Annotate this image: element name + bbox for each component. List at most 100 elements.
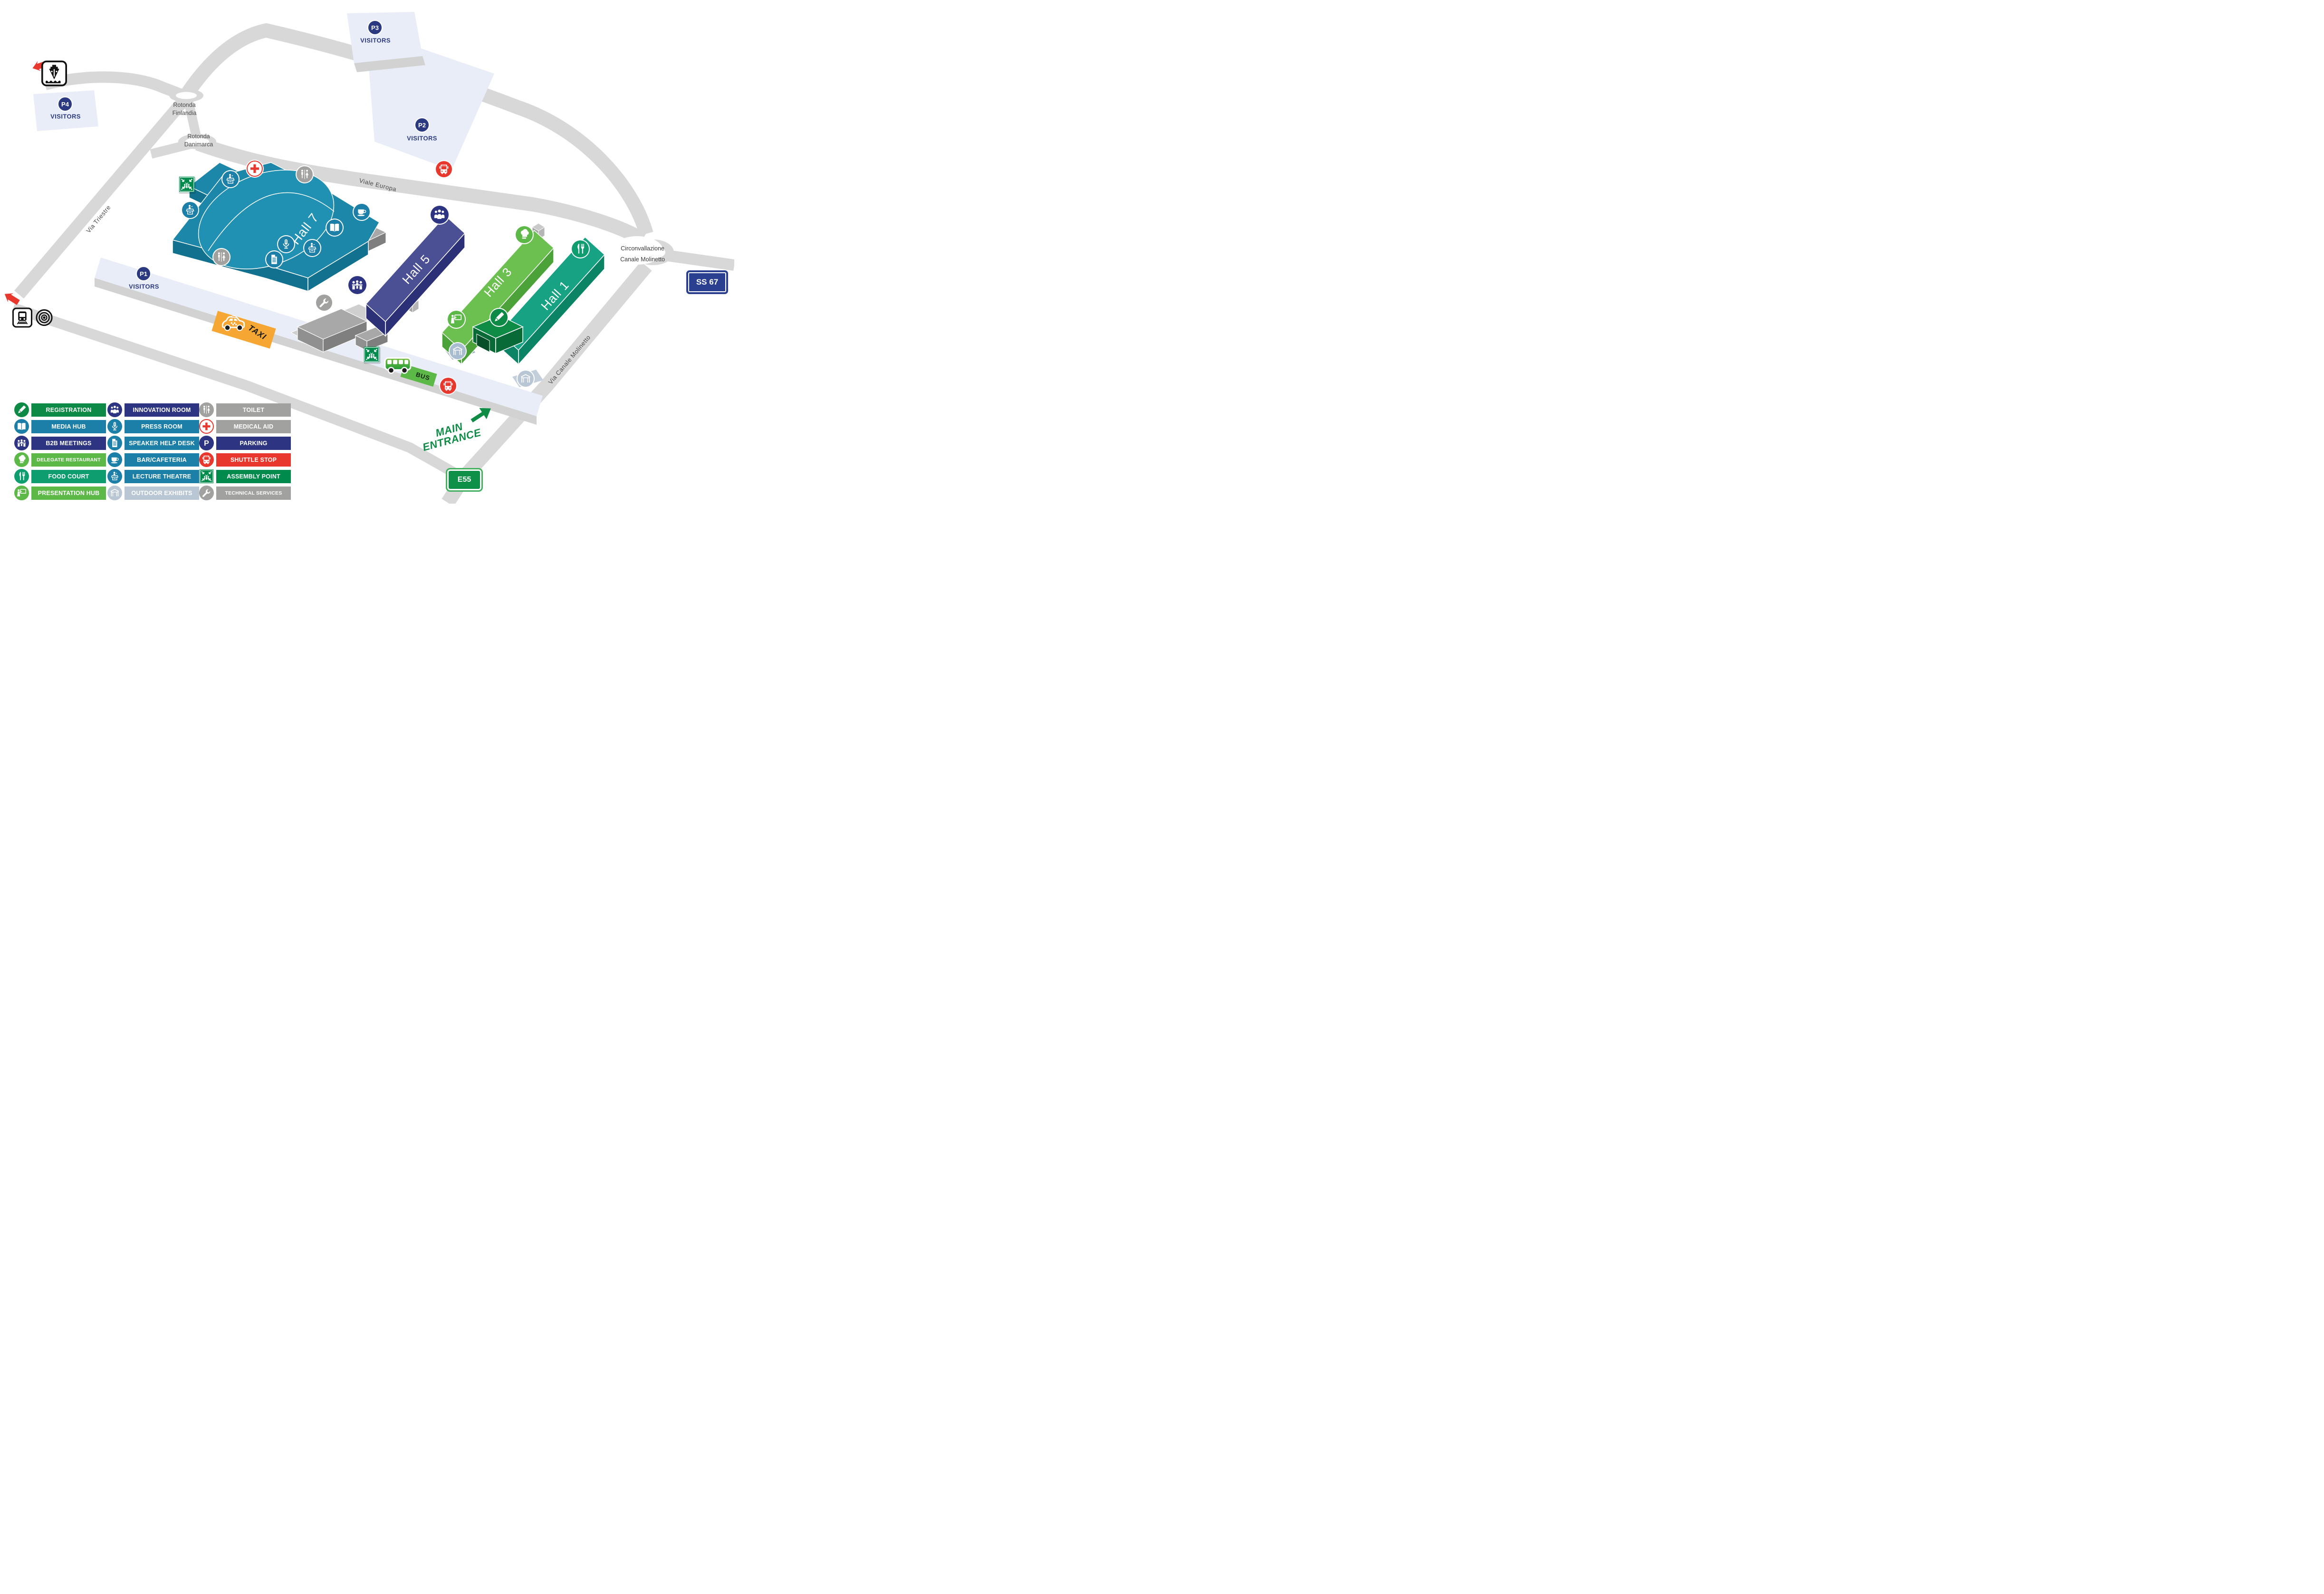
road-via-triestre (14, 93, 191, 299)
legend-label: MEDICAL AID (216, 420, 291, 433)
innovation-room-icon (431, 206, 449, 224)
legend-cup-icon (107, 452, 122, 467)
assembly-point-icon (364, 346, 380, 363)
legend-item-speaker-help-desk: SPEAKER HELP DESK (107, 436, 199, 450)
shuttle-stop-icon (436, 161, 452, 177)
port-ferry-icon (41, 60, 67, 89)
legend-fork-icon (14, 469, 29, 484)
technical-services-icon (316, 295, 332, 311)
legend-label: B2B MEETINGS (31, 436, 106, 450)
legend-pen-icon (14, 402, 29, 417)
press-room-icon (278, 236, 294, 252)
parking-lot-p2 (366, 29, 494, 170)
legend-label: LECTURE THEATRE (125, 469, 199, 483)
legend-label: PRESENTATION HUB (31, 486, 106, 500)
legend-label: REGISTRATION (31, 403, 106, 417)
legend-presenter-icon (14, 486, 29, 500)
speaker-help-desk-icon (266, 251, 282, 267)
taxi-car-icon (219, 312, 249, 337)
delegate-restaurant-icon (516, 226, 533, 243)
city-centre-icon (34, 308, 54, 330)
legend-label: TECHNICAL SERVICES (216, 486, 291, 500)
lecture-theatre-icon (182, 202, 198, 218)
road-viale-europa (195, 136, 646, 246)
legend-item-outdoor-exhibits: OUTDOOR EXHIBITS (107, 486, 199, 500)
parking-p1-visitors-label: VISITORS (129, 283, 159, 290)
outdoor-exhibits-icon (518, 371, 534, 387)
legend-toilet-icon (199, 402, 214, 417)
legend-label: PARKING (216, 436, 291, 450)
legend-item-press-room: PRESS ROOM (107, 419, 199, 434)
legend-label: TOILET (216, 403, 291, 417)
b2b-meetings-icon (348, 276, 366, 294)
media-hub-icon (327, 220, 343, 236)
parking-p1-badge: P1 (136, 266, 151, 281)
legend-label: DELEGATE RESTAURANT (31, 453, 106, 467)
legend-item-assembly-point: ASSEMBLY POINT (199, 469, 291, 484)
legend-item-food-court: FOOD COURT (14, 469, 106, 484)
legend-item-lecture-theatre: LECTURE THEATRE (107, 469, 199, 484)
ss67-route-sign: SS 67 (686, 270, 728, 294)
legend-b2b-icon (14, 436, 29, 450)
legend-label: FOOD COURT (31, 469, 106, 483)
legend-cross-icon (199, 419, 214, 434)
legend-people-icon (107, 402, 122, 417)
parking-p2-visitors-label: VISITORS (407, 134, 437, 142)
map-base-art (4, 12, 734, 504)
legend-label: INNOVATION ROOM (125, 403, 199, 417)
legend-mic-icon (107, 419, 122, 434)
legend-item-b2b-meetings: B2B MEETINGS (14, 436, 106, 450)
train-station-icon (12, 307, 33, 330)
legend-book-icon (14, 419, 29, 434)
registration-icon (490, 309, 508, 326)
legend-label: ASSEMBLY POINT (216, 469, 291, 483)
parking-p3-visitors-label: VISITORS (360, 37, 391, 44)
legend-item-presentation-hub: PRESENTATION HUB (14, 486, 106, 500)
outdoor-exhibits-icon (450, 343, 466, 359)
legend-item-technical-services: TECHNICAL SERVICES (199, 486, 291, 500)
parking-p4-visitors-label: VISITORS (50, 113, 81, 120)
legend-label: MEDIA HUB (31, 420, 106, 433)
parking-p4-badge: P4 (58, 96, 73, 112)
legend-wrench-icon (199, 486, 214, 500)
presentation-hub-icon (448, 311, 465, 328)
parking-p2-badge: P2 (414, 117, 430, 133)
legend-item-media-hub: MEDIA HUB (14, 419, 106, 434)
legend-label: SPEAKER HELP DESK (125, 436, 199, 450)
legend-item-shuttle-stop: SHUTTLE STOP (199, 452, 291, 467)
bar-cafeteria-icon (354, 204, 370, 220)
legend-label: PRESS ROOM (125, 420, 199, 433)
legend-item-delegate-restaurant: DELEGATE RESTAURANT (14, 452, 106, 467)
legend-item-bar-cafeteria: BAR/CAFETERIA (107, 452, 199, 467)
medical-aid-icon (247, 161, 263, 177)
legend-tent-icon (107, 486, 122, 500)
legend-lectern-icon (107, 469, 122, 484)
legend-item-parking: P PARKING (199, 436, 291, 450)
legend-item-medical-aid: MEDICAL AID (199, 419, 291, 434)
main-entrance-arrow-icon (471, 408, 491, 423)
legend-item-toilet: TOILET (199, 402, 291, 417)
legend-shuttle-icon (199, 452, 214, 467)
roundabouts (169, 89, 674, 265)
legend-doc-icon (107, 436, 122, 450)
shuttle-bus-icon (383, 354, 413, 380)
roads (11, 23, 734, 504)
legend-label: OUTDOOR EXHIBITS (125, 486, 199, 500)
hall-5-building (365, 215, 466, 337)
svg-text:P: P (204, 439, 209, 448)
legend-assembly-icon (199, 469, 214, 484)
e55-route-sign: E55 (446, 468, 483, 492)
toilet-icon (297, 166, 313, 182)
legend-label: SHUTTLE STOP (216, 453, 291, 467)
assembly-point-icon (179, 176, 195, 192)
legend-item-registration: REGISTRATION (14, 402, 106, 417)
registration-building (472, 315, 524, 354)
toilet-icon (213, 249, 230, 265)
shuttle-stop-icon (440, 378, 456, 394)
legend-label: BAR/CAFETERIA (125, 453, 199, 467)
legend-chef-icon (14, 452, 29, 467)
